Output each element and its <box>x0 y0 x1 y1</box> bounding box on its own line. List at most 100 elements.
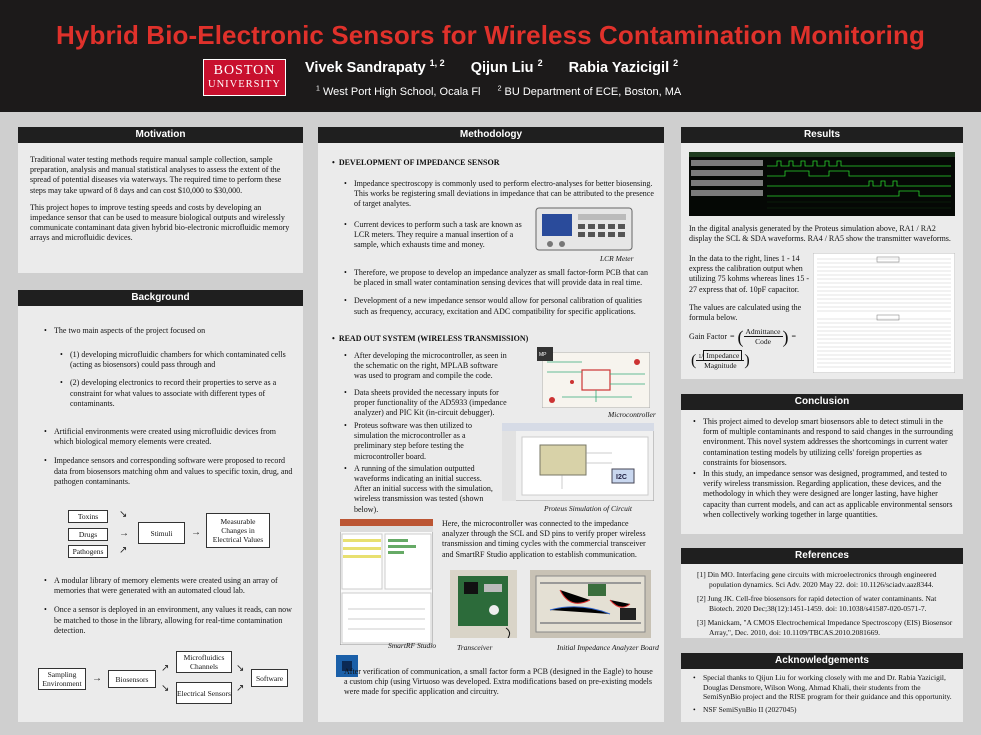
results-panel: Results In the digital analysis generate… <box>681 127 963 379</box>
author-2: Qijun Liu 2 <box>470 58 543 76</box>
svg-text:I2C: I2C <box>616 474 627 481</box>
background-heading: Background <box>18 290 303 306</box>
stimuli-box: Stimuli <box>138 522 185 544</box>
impedance-analyzer-board-image <box>530 570 651 638</box>
results-paragraph-3: The values are calculated using the form… <box>689 303 802 323</box>
author-3: Rabia Yazicigil 2 <box>568 58 679 76</box>
code-term: Code <box>755 337 771 346</box>
sampling-environment-box: Sampling Environment <box>38 668 86 690</box>
references-panel: References [1] Din MO. Interfacing gene … <box>681 548 963 638</box>
calibration-data-image <box>813 253 955 373</box>
microfluidics-channels-box: Microfluidics Channels <box>176 651 232 673</box>
arrow-icon: ↘ <box>119 509 128 520</box>
method-s1-bullet-2: Current devices to perform such a task a… <box>344 220 528 251</box>
conclusion-bullet-1: This project aimed to develop smart bios… <box>693 417 955 468</box>
method-s1-bullet-4: Development of a new impedance sensor wo… <box>344 296 654 316</box>
rf-verification-paragraph: Here, the microcontroller was connected … <box>442 519 646 559</box>
smartrf-caption: SmartRF Studio <box>388 641 437 650</box>
measurable-changes-box: Measurable Changes in Electrical Values <box>206 513 270 548</box>
gain-factor-label: Gain Factor <box>689 332 727 341</box>
readout-section-title: • READ OUT SYSTEM (WIRELESS TRANSMISSION… <box>332 334 529 343</box>
impedance-term: Impedance <box>703 350 743 361</box>
custom-chip-image <box>336 655 358 677</box>
logo-line-1: BOSTON <box>213 63 276 78</box>
background-bullet-3: Impedance sensors and corresponding soft… <box>44 456 294 487</box>
reference-2: [2] Jung JK. Cell-free biosensors for ra… <box>697 594 937 613</box>
logo-line-2: UNIVERSITY <box>208 79 281 90</box>
method-s2-bullet-2: Data sheets provided the necessary input… <box>344 388 512 419</box>
arrow-icon: ↗ <box>236 683 245 694</box>
background-bullet-5: Once a sensor is deployed in an environm… <box>44 605 294 636</box>
conclusion-bullet-2: In this study, an impedance sensor was d… <box>693 469 955 520</box>
arrow-icon: ↗ <box>161 663 170 674</box>
pcb-paragraph: After verification of communication, a s… <box>344 667 653 697</box>
background-bullet-1: The two main aspects of the project focu… <box>44 326 294 336</box>
lcr-meter-caption: LCR Meter <box>600 254 634 263</box>
reference-1: [1] Din MO. Interfacing gene circuits wi… <box>697 570 937 589</box>
results-paragraph-1: In the digital analysis generated by the… <box>689 224 951 244</box>
microcontroller-schematic-image <box>542 352 650 408</box>
results-heading: Results <box>681 127 963 143</box>
magnitude-term: Magnitude <box>704 361 737 370</box>
method-s2-bullet-4: A running of the simulation outputted wa… <box>344 464 494 515</box>
background-subbullet-1: (1) developing microfluidic chambers for… <box>60 350 294 370</box>
digital-waveform-image <box>689 152 955 216</box>
electrical-sensors-box: Electrical Sensors <box>176 682 232 704</box>
boston-university-logo: BOSTON UNIVERSITY <box>203 59 286 96</box>
arrow-icon: → <box>191 527 201 538</box>
svg-text:MP: MP <box>539 352 547 358</box>
biosensors-box: Biosensors <box>108 670 156 688</box>
affiliation-1: 1 West Port High School, Ocala Fl <box>316 85 481 98</box>
lcr-meter-image <box>535 207 633 251</box>
arrow-icon: ↘ <box>236 663 245 674</box>
author-list: Vivek Sandrapaty 1, 2 Qijun Liu 2 Rabia … <box>305 58 700 76</box>
transceiver-image <box>450 570 517 638</box>
conclusion-panel: Conclusion This project aimed to develop… <box>681 394 963 534</box>
background-subbullet-2: (2) developing electronics to record the… <box>60 378 294 409</box>
poster-header: Hybrid Bio-Electronic Sensors for Wirele… <box>0 0 981 112</box>
acknowledgement-bullet-1: Special thanks to Qijun Liu for working … <box>693 673 955 702</box>
motivation-paragraph-2: This project hopes to improve testing sp… <box>30 202 290 243</box>
author-1: Vivek Sandrapaty 1, 2 <box>305 58 445 76</box>
affiliation-2: 2 BU Department of ECE, Boston, MA <box>497 85 682 98</box>
methodology-panel: Methodology • DEVELOPMENT OF IMPEDANCE S… <box>318 127 664 722</box>
arrow-icon: ↗ <box>119 545 128 556</box>
impedance-magnitude-fraction: ( 1/Impedance Magnitude ) <box>691 350 750 370</box>
method-s2-bullet-1: After developing the microcontroller, as… <box>344 351 512 382</box>
impedance-sensor-section-title: • DEVELOPMENT OF IMPEDANCE SENSOR <box>332 158 500 167</box>
transceiver-caption: Transceiver <box>457 643 493 652</box>
motivation-paragraph-1: Traditional water testing methods requir… <box>30 155 282 195</box>
proteus-simulation-image: I2C <box>502 423 654 501</box>
admittance-term: Admittance <box>743 327 783 337</box>
background-bullet-2: Artificial environments were created usi… <box>44 427 294 447</box>
arrow-icon: → <box>92 673 102 684</box>
software-box: Software <box>251 669 288 687</box>
method-s1-bullet-3: Therefore, we propose to develop an impe… <box>344 268 654 288</box>
mplab-logo-icon: MP <box>537 347 553 361</box>
toxins-box: Toxins <box>68 510 108 523</box>
background-panel: Background The two main aspects of the p… <box>18 290 303 722</box>
arrow-icon: → <box>119 528 129 539</box>
microcontroller-caption: Microcontroller <box>608 410 656 419</box>
conclusion-heading: Conclusion <box>681 394 963 410</box>
arrow-icon: ↘ <box>161 683 170 694</box>
pathogens-box: Pathogens <box>68 545 108 558</box>
methodology-heading: Methodology <box>318 127 664 143</box>
drugs-box: Drugs <box>68 528 108 541</box>
smartrf-studio-image <box>340 519 433 645</box>
reference-3: [3] Manickam, "A CMOS Electrochemical Im… <box>697 618 953 637</box>
background-bullet-4: A modular library of memory elements wer… <box>44 576 294 596</box>
affiliations: 1 West Port High School, Ocala Fl 2 BU D… <box>316 85 695 98</box>
references-heading: References <box>681 548 963 564</box>
acknowledgement-bullet-2: NSF SemiSynBio II (2027045) <box>693 705 955 715</box>
gain-factor-formula: Gain Factor = ( Admittance Code ) = <box>689 326 797 347</box>
results-paragraph-2: In the data to the right, lines 1 - 14 e… <box>689 254 809 294</box>
motivation-panel: Motivation Traditional water testing met… <box>18 127 303 273</box>
motivation-heading: Motivation <box>18 127 303 143</box>
proteus-caption: Proteus Simulation of Circuit <box>544 504 632 513</box>
method-s1-bullet-1: Impedance spectroscopy is commonly used … <box>344 179 654 210</box>
acknowledgements-panel: Acknowledgements Special thanks to Qijun… <box>681 653 963 722</box>
board-caption: Initial Impedance Analyzer Board <box>557 643 659 652</box>
acknowledgements-heading: Acknowledgements <box>681 653 963 669</box>
method-s2-bullet-3: Proteus software was then utilized to si… <box>344 421 494 462</box>
